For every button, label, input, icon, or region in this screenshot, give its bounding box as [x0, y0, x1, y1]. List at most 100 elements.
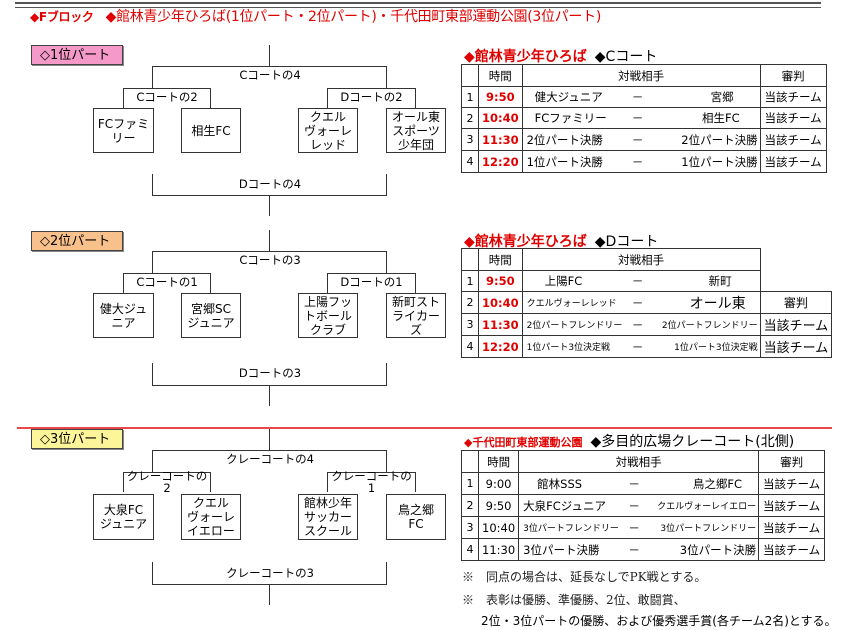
- table-row: 3 10:40 3位パートフレンドリー－3位パートフレンドリー 当該チーム: [461, 516, 826, 539]
- team-box: クエル ヴォーレ イエロー: [181, 494, 241, 540]
- row-number: 1: [461, 472, 479, 495]
- vs-dash: －: [628, 476, 640, 491]
- left-semi-leg: [210, 88, 211, 108]
- away-team: 宮郷: [710, 90, 734, 104]
- vs-dash: －: [631, 154, 644, 169]
- table-header-row: 時間 対戦相手 審判: [461, 64, 827, 87]
- final-bar: [152, 66, 387, 67]
- away-team: 1位パート決勝: [681, 154, 758, 169]
- table-row: 4 11:30 3位パート決勝－3位パート決勝 当該チーム: [461, 538, 826, 561]
- vs-dash: －: [631, 274, 644, 288]
- match-time: 12:20: [478, 335, 523, 358]
- home-team: 3位パート決勝: [523, 542, 600, 557]
- final-stem: [269, 429, 270, 450]
- vs-dash: －: [631, 339, 644, 354]
- third-right-leg: [386, 562, 387, 584]
- away-team: 2位パート決勝: [681, 132, 758, 147]
- header-time: 時間: [478, 248, 523, 271]
- home-team: 3位パートフレンドリー: [523, 524, 619, 534]
- header-time: 時間: [477, 450, 520, 473]
- court-name: ◆Dコート: [594, 234, 659, 250]
- court-name: ◆多目的広場クレーコート(北側): [590, 434, 795, 450]
- third-stem: [269, 584, 270, 605]
- third-label: Dコートの4: [238, 177, 302, 191]
- header-match: 対戦相手: [521, 64, 761, 87]
- note-awards: ※ 表彰は優勝、準優勝、2位、敢闘賞、: [462, 593, 686, 607]
- header-referee-empty: [760, 249, 832, 271]
- team-box: 大泉FC ジュニア: [93, 494, 154, 540]
- row-number: 3: [461, 128, 479, 151]
- final-right-leg: [386, 450, 387, 472]
- left-semi-label: クレーコートの 2: [126, 469, 208, 495]
- final-label: クレーコートの4: [226, 452, 314, 466]
- header-referee: 審判: [759, 64, 827, 87]
- right-semi-leg: [327, 88, 328, 108]
- match-time: 9:50: [478, 86, 523, 108]
- match-time: 10:40: [478, 291, 523, 314]
- away-team: 1位パート3位決定戦: [674, 343, 758, 353]
- right-semi-bar: [327, 472, 416, 473]
- referee: 審判: [759, 291, 833, 314]
- team-box: 相生FC: [181, 108, 241, 153]
- match-time: 9:00: [477, 472, 520, 495]
- vs-dash: －: [631, 295, 644, 310]
- team-box: オール東 スポーツ 少年団: [386, 108, 446, 153]
- third-right-leg: [386, 363, 387, 385]
- block-label: ◆Fブロック: [30, 10, 94, 24]
- table-row: 1 9:00 館林SSS－鳥之郷FC 当該チーム: [461, 472, 826, 495]
- right-semi-leg: [415, 88, 416, 108]
- left-semi-leg: [123, 273, 124, 293]
- home-team: 2位パートフレンドリー: [526, 321, 623, 331]
- schedule-table-d-court: 時間 対戦相手 1 9:50 上陽FC－新町 2 10:40 クエルヴォーレレッ…: [461, 248, 833, 358]
- table-row: 1 9:50 上陽FC－新町: [461, 270, 832, 292]
- final-left-leg: [152, 450, 153, 472]
- third-left-leg: [152, 562, 153, 584]
- right-semi-leg: [327, 273, 328, 293]
- schedule-heading: ◆千代田町東部運動公園 ◆多目的広場クレーコート(北側): [464, 431, 794, 451]
- right-semi-leg: [327, 472, 328, 492]
- header-rule: [15, 2, 821, 8]
- schedule-table-c-court: 時間 対戦相手 審判 1 9:50 健大ジュニア－宮郷 当該チーム 2 10:4…: [461, 64, 827, 173]
- match-time: 9:50: [477, 494, 520, 517]
- left-semi-leg: [123, 88, 124, 108]
- row-number: 1: [461, 270, 479, 292]
- vs-dash: －: [628, 520, 640, 535]
- referee: 当該チーム: [759, 313, 833, 336]
- referee: [760, 270, 832, 292]
- header-referee: 審判: [758, 450, 826, 473]
- vs-dash: －: [628, 542, 640, 557]
- schedule-table-clay-court: 時間 対戦相手 審判 1 9:00 館林SSS－鳥之郷FC 当該チーム 2 9:…: [461, 450, 826, 561]
- header-match: 対戦相手: [518, 450, 760, 473]
- row-number: 1: [461, 86, 479, 108]
- schedule-heading: ◆館林青少年ひろば◆Cコート: [464, 46, 657, 66]
- final-left-leg: [152, 66, 153, 88]
- part-badge: ◇3位パート: [31, 429, 123, 449]
- right-semi-bar: [327, 273, 416, 274]
- venue-name: ◆千代田町東部運動公園: [464, 436, 583, 449]
- referee: 当該チーム: [759, 128, 827, 151]
- away-team: 3位パートフレンドリー: [660, 524, 757, 534]
- referee: 当該チーム: [758, 494, 826, 517]
- final-stem: [269, 230, 270, 251]
- third-stem: [269, 195, 270, 216]
- table-header-row: 時間 対戦相手 審判: [461, 450, 826, 473]
- row-number: 2: [461, 107, 479, 129]
- away-team: オール東: [689, 295, 746, 312]
- table-row: 2 10:40 クエルヴォーレレッド－オール東 審判: [461, 291, 833, 314]
- court-name: ◆Cコート: [594, 49, 658, 65]
- match-time: 10:40: [478, 107, 523, 129]
- venue-name: ◆館林青少年ひろば: [464, 234, 587, 250]
- row-number: 2: [461, 291, 479, 314]
- row-number: 2: [461, 494, 479, 517]
- referee: 当該チーム: [758, 516, 826, 539]
- schedule-heading: ◆館林青少年ひろば ◆Dコート: [464, 231, 658, 251]
- final-right-leg: [386, 251, 387, 273]
- header-no: [461, 248, 479, 271]
- table-row: 2 9:50 大泉FCジュニア－クエルヴォーレイエロー 当該チーム: [461, 494, 826, 517]
- table-row: 1 9:50 健大ジュニア－宮郷 当該チーム: [461, 86, 827, 108]
- away-team: 2位パートフレンドリー: [661, 321, 758, 331]
- team-box: 宮郷SC ジュニア: [181, 293, 241, 338]
- away-team: 3位パート決勝: [679, 542, 757, 557]
- team-box: クエル ヴォーレ レッド: [298, 108, 358, 153]
- table-row: 4 12:20 1位パート決勝－1位パート決勝 当該チーム: [461, 150, 827, 173]
